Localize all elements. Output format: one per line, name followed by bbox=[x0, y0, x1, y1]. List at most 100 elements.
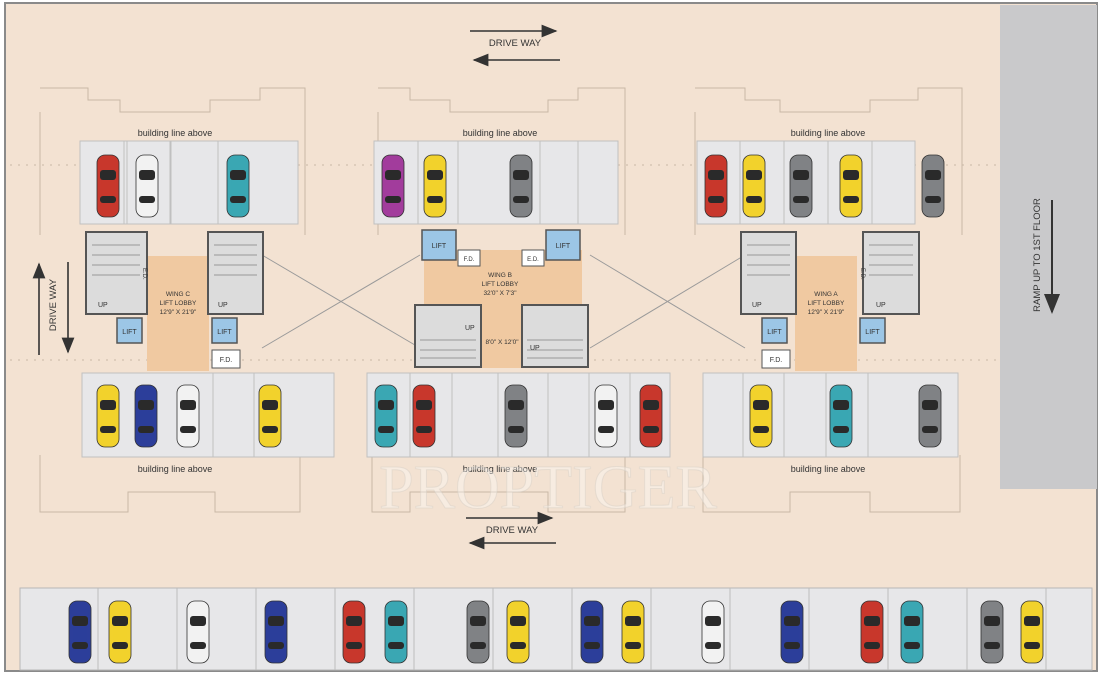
car bbox=[412, 384, 436, 448]
car bbox=[621, 600, 645, 664]
wing-a-title: WING A bbox=[814, 291, 838, 298]
wing-b-lift-1 bbox=[421, 229, 457, 261]
car bbox=[506, 600, 530, 664]
wing-b-ed-label: E.D. bbox=[527, 257, 539, 263]
wing-b-up-right: UP bbox=[530, 345, 540, 352]
building-line-label-6: building line above bbox=[791, 464, 866, 474]
building-line-label-2: building line above bbox=[463, 128, 538, 138]
wing-c-lift-1-label: LIFT bbox=[122, 329, 137, 336]
car bbox=[704, 154, 728, 218]
wing-c-title: WING C bbox=[166, 291, 190, 298]
wing-b-fd bbox=[457, 249, 481, 267]
car bbox=[226, 154, 250, 218]
wing-a-up-right: UP bbox=[876, 302, 886, 309]
car bbox=[374, 384, 398, 448]
car bbox=[580, 600, 604, 664]
car bbox=[701, 600, 725, 664]
wing-b-lift-2 bbox=[545, 229, 581, 261]
car bbox=[381, 154, 405, 218]
wing-a-lift-2 bbox=[859, 317, 886, 344]
wing-b-stair-left bbox=[414, 304, 482, 368]
car bbox=[264, 600, 288, 664]
wing-a-fd bbox=[761, 349, 791, 369]
wing-c-up-right: UP bbox=[218, 302, 228, 309]
car bbox=[423, 154, 447, 218]
wing-b-hall-dim: 8'0" X 12'0" bbox=[485, 339, 519, 346]
building-line-label-5: building line above bbox=[463, 464, 538, 474]
car bbox=[921, 154, 945, 218]
wing-c-lift-2-label: LIFT bbox=[217, 329, 232, 336]
parking-bay-block bbox=[373, 140, 619, 225]
car bbox=[466, 600, 490, 664]
car bbox=[639, 384, 663, 448]
car bbox=[829, 384, 853, 448]
wing-a-lift-2-label: LIFT bbox=[865, 329, 880, 336]
car bbox=[594, 384, 618, 448]
wing-a-lift-1 bbox=[761, 317, 788, 344]
drive-way-label-bottom: DRIVE WAY bbox=[486, 525, 539, 536]
car bbox=[900, 600, 924, 664]
wing-a-up-left: UP bbox=[752, 302, 762, 309]
car bbox=[134, 384, 158, 448]
bottom-bay-dividers bbox=[97, 588, 1047, 670]
car bbox=[342, 600, 366, 664]
car bbox=[780, 600, 804, 664]
car bbox=[839, 154, 863, 218]
drive-way-label-left: DRIVE WAY bbox=[48, 278, 59, 331]
wing-a-lobby-label: LIFT LOBBY bbox=[808, 300, 845, 307]
ramp-label: RAMP UP TO 1ST FLOOR bbox=[1032, 198, 1043, 312]
car bbox=[68, 600, 92, 664]
wing-a-dim: 12'9" X 21'9" bbox=[808, 309, 845, 316]
car bbox=[186, 600, 210, 664]
bottom-parking-strip bbox=[19, 587, 1093, 671]
car bbox=[742, 154, 766, 218]
wing-c-fd bbox=[211, 349, 241, 369]
car bbox=[1020, 600, 1044, 664]
car bbox=[135, 154, 159, 218]
ramp bbox=[1000, 5, 1097, 489]
drive-way-label-top: DRIVE WAY bbox=[489, 38, 542, 49]
car bbox=[749, 384, 773, 448]
wing-b-fd-label: F.D. bbox=[464, 257, 475, 263]
wing-c-stair-left bbox=[85, 231, 148, 315]
wing-b-lift-1-label: LIFT bbox=[432, 243, 447, 250]
wing-b-lift-2-label: LIFT bbox=[556, 243, 571, 250]
car bbox=[860, 600, 884, 664]
wing-a: UP UP E.D. LIFT LIFT F.D. WING A LIFT LO… bbox=[740, 231, 920, 371]
wing-c-fd-label: F.D. bbox=[220, 357, 233, 364]
wing-b-title: WING B bbox=[488, 272, 512, 279]
car bbox=[96, 154, 120, 218]
wing-b-up-left: UP bbox=[465, 325, 475, 332]
building-line-label-1: building line above bbox=[138, 128, 213, 138]
wing-c-dim: 12'9" X 21'9" bbox=[160, 309, 197, 316]
car bbox=[918, 384, 942, 448]
wing-c: UP UP E.D. LIFT LIFT F.D. WING C LIFT LO… bbox=[85, 231, 264, 371]
wing-a-stair-left bbox=[740, 231, 797, 315]
wing-a-lift-1-label: LIFT bbox=[767, 329, 782, 336]
car bbox=[980, 600, 1004, 664]
wing-a-ed: E.D. bbox=[859, 268, 865, 280]
wing-c-lobby-label: LIFT LOBBY bbox=[160, 300, 197, 307]
wing-c-lift-2 bbox=[211, 317, 238, 344]
building-line-label-3: building line above bbox=[791, 128, 866, 138]
wing-b-ed bbox=[521, 249, 545, 267]
wing-a-lobby bbox=[795, 256, 857, 371]
wing-c-up-left: UP bbox=[98, 302, 108, 309]
wing-c-lobby bbox=[147, 256, 209, 371]
car bbox=[176, 384, 200, 448]
wing-b: LIFT LIFT F.D. E.D. WING B LIFT LOBBY 32… bbox=[414, 229, 589, 368]
circulation-lines bbox=[261, 254, 746, 349]
car bbox=[509, 154, 533, 218]
car bbox=[384, 600, 408, 664]
wing-c-lift-1 bbox=[116, 317, 143, 344]
wing-c-ed: E.D. bbox=[141, 268, 147, 280]
cars bbox=[68, 154, 1044, 664]
building-line-label-4: building line above bbox=[138, 464, 213, 474]
wing-a-stair-right bbox=[862, 231, 920, 315]
wing-c-stair-right bbox=[207, 231, 264, 315]
car bbox=[96, 384, 120, 448]
car bbox=[789, 154, 813, 218]
wing-a-fd-label: F.D. bbox=[770, 357, 783, 364]
wing-b-dim: 32'0" X 7'3" bbox=[483, 290, 517, 297]
